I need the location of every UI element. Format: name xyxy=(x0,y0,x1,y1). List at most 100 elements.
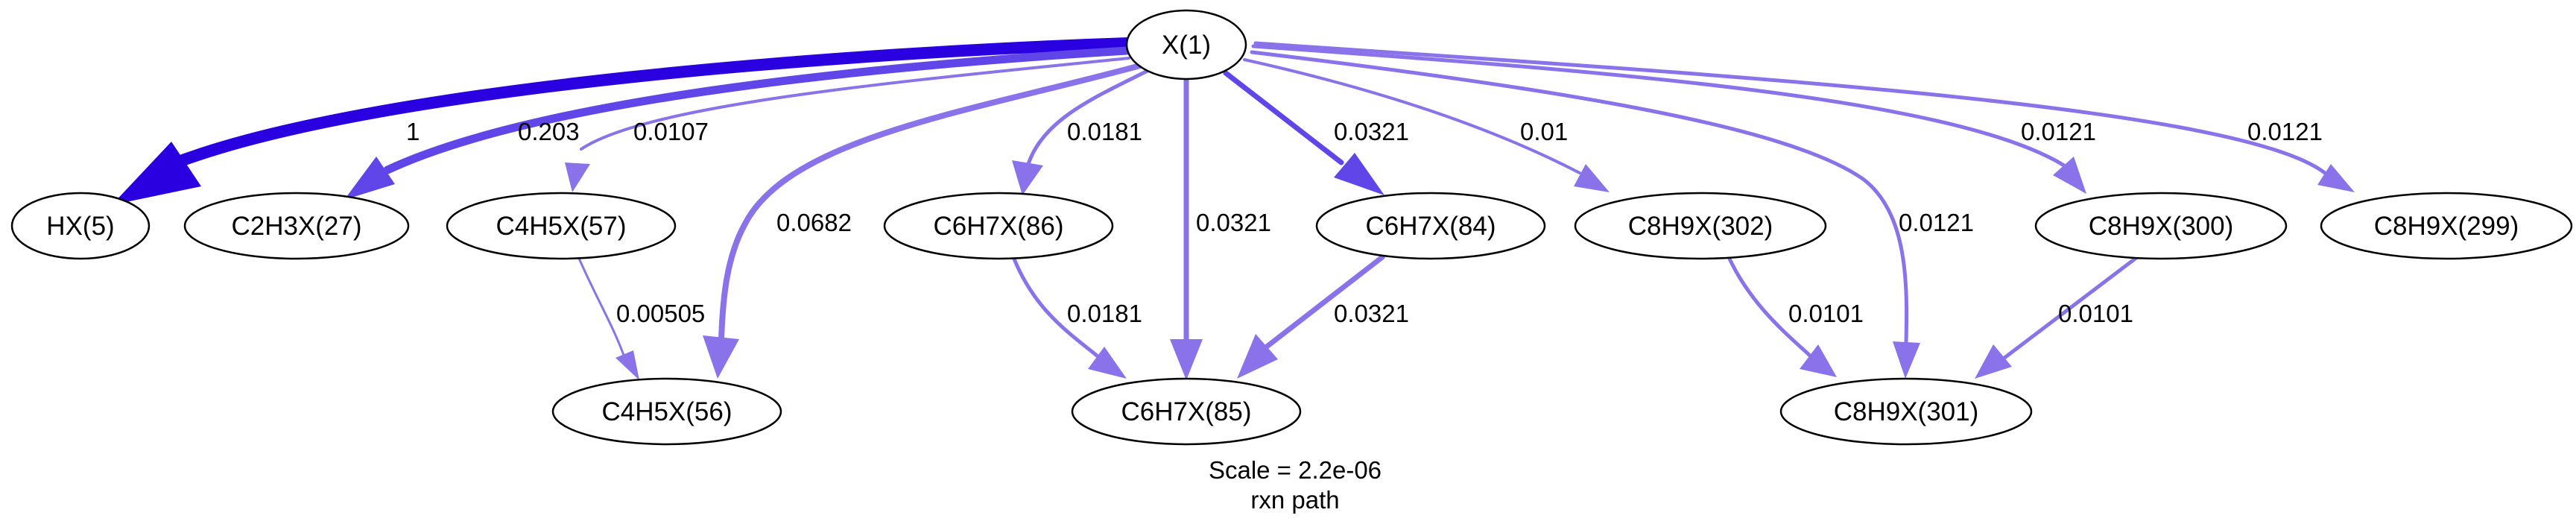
node-c8h9x300-ellipse xyxy=(2034,192,2288,260)
node-c8h9x299-ellipse xyxy=(2320,192,2573,260)
edge-x1-c8h9x302-arrowhead xyxy=(1574,164,1610,192)
edge-label-c6h7x86-c6h7x85: 0.0181 xyxy=(1067,300,1142,327)
edge-label-x1-c6h7x84: 0.0321 xyxy=(1334,118,1409,145)
edge-x1-c4h5x56 xyxy=(703,63,1143,379)
edge-c8h9x302-c8h9x301 xyxy=(1727,255,1837,377)
edge-c4h5x57-c4h5x56-arrowhead xyxy=(615,350,639,380)
edge-x1-c4h5x57-line xyxy=(580,57,1130,151)
edge-c4h5x57-c4h5x56-line xyxy=(576,253,627,363)
edge-x1-c8h9x300-arrowhead xyxy=(2053,157,2086,194)
node-c6h7x84-label: C6H7X(84) xyxy=(1365,212,1496,241)
node-hx5-ellipse xyxy=(10,192,151,260)
node-c6h7x86-ellipse xyxy=(883,192,1114,260)
edge-x1-c8h9x301 xyxy=(1250,50,1920,379)
node-c6h7x86-label: C6H7X(86) xyxy=(933,212,1063,241)
node-c2h3x27-ellipse xyxy=(183,192,410,260)
edge-x1-c2h3x27-arrowhead xyxy=(344,157,395,200)
node-c6h7x86[interactable]: C6H7X(86) xyxy=(883,192,1114,260)
node-c6h7x84-ellipse xyxy=(1315,192,1546,260)
node-x1-ellipse xyxy=(1125,9,1247,81)
node-c8h9x301[interactable]: C8H9X(301) xyxy=(1779,377,2033,446)
rxn-path-caption: rxn path xyxy=(1250,486,1339,514)
edge-x1-c8h9x299-arrowhead xyxy=(2317,164,2355,192)
edge-x1-c4h5x57 xyxy=(565,57,1130,192)
node-c4h5x57[interactable]: C4H5X(57) xyxy=(446,192,677,260)
edge-x1-c6h7x85-arrowhead xyxy=(1170,339,1203,380)
node-c2h3x27-label: C2H3X(27) xyxy=(231,212,361,241)
node-c4h5x57-ellipse xyxy=(446,192,677,260)
edge-x1-c6h7x85 xyxy=(1170,78,1203,380)
edge-label-x1-c2h3x27: 0.203 xyxy=(518,118,580,145)
edge-x1-c6h7x86-line xyxy=(1026,69,1150,166)
edge-c8h9x300-c8h9x301-line xyxy=(2002,255,2139,360)
edge-c6h7x86-c6h7x85-arrowhead xyxy=(1088,347,1127,379)
edge-c6h7x86-c6h7x85-line xyxy=(1011,255,1104,362)
edge-c8h9x300-c8h9x301 xyxy=(1975,255,2139,379)
edge-c4h5x57-c4h5x56 xyxy=(576,253,639,380)
scale-caption: Scale = 2.2e-06 xyxy=(1209,456,1382,484)
node-c6h7x85-label: C6H7X(85) xyxy=(1121,397,1251,426)
node-hx5-label: HX(5) xyxy=(46,212,114,241)
edge-x1-c6h7x86-arrowhead xyxy=(1012,160,1043,195)
node-hx5[interactable]: HX(5) xyxy=(10,192,151,260)
edge-x1-c8h9x300-line xyxy=(1251,44,2066,168)
edge-label-x1-c8h9x299: 0.0121 xyxy=(2247,118,2323,145)
node-c8h9x302-label: C8H9X(302) xyxy=(1628,212,1773,241)
node-c6h7x84[interactable]: C6H7X(84) xyxy=(1315,192,1546,260)
node-c8h9x302[interactable]: C8H9X(302) xyxy=(1574,192,1827,260)
edge-x1-c6h7x84-line xyxy=(1223,70,1344,165)
node-c8h9x299-label: C8H9X(299) xyxy=(2374,212,2519,241)
edge-x1-c8h9x301-arrowhead xyxy=(1893,341,1920,379)
node-c8h9x299[interactable]: C8H9X(299) xyxy=(2320,192,2573,260)
edge-x1-c8h9x302 xyxy=(1243,58,1610,192)
edge-x1-hx5-arrowhead xyxy=(112,142,201,205)
edge-x1-c8h9x301-line xyxy=(1250,50,1909,345)
node-c8h9x302-ellipse xyxy=(1574,192,1827,260)
node-c4h5x56-ellipse xyxy=(551,377,782,446)
node-c4h5x56-label: C4H5X(56) xyxy=(601,397,732,426)
edge-x1-c6h7x84 xyxy=(1223,70,1384,195)
edge-label-x1-c8h9x301: 0.0121 xyxy=(1899,209,1974,236)
node-c6h7x85[interactable]: C6H7X(85) xyxy=(1071,377,1302,446)
edge-label-x1-c4h5x57: 0.0107 xyxy=(633,118,709,145)
node-c8h9x300[interactable]: C8H9X(300) xyxy=(2034,192,2288,260)
node-c8h9x301-ellipse xyxy=(1779,377,2033,446)
edges xyxy=(112,37,2355,380)
edge-labels: 1 0.203 0.0107 0.0682 0.0181 0.0321 0.03… xyxy=(406,118,2323,327)
edge-label-x1-c8h9x302: 0.01 xyxy=(1520,118,1568,145)
edge-label-c8h9x300-c8h9x301: 0.0101 xyxy=(2058,300,2133,327)
edge-label-x1-c6h7x86: 0.0181 xyxy=(1067,118,1142,145)
edge-x1-c2h3x27 xyxy=(344,46,1131,200)
edge-label-x1-c4h5x56: 0.0682 xyxy=(776,209,852,236)
edge-c8h9x302-c8h9x301-line xyxy=(1727,255,1813,359)
node-c4h5x57-label: C4H5X(57) xyxy=(496,212,626,241)
node-c2h3x27[interactable]: C2H3X(27) xyxy=(183,192,410,260)
node-c4h5x56[interactable]: C4H5X(56) xyxy=(551,377,782,446)
edge-c6h7x86-c6h7x85 xyxy=(1011,255,1127,379)
edge-c8h9x300-c8h9x301-arrowhead xyxy=(1975,344,2012,379)
node-c8h9x300-label: C8H9X(300) xyxy=(2089,212,2234,241)
edge-c6h7x84-c6h7x85 xyxy=(1237,254,1385,379)
edge-c6h7x84-c6h7x85-line xyxy=(1264,254,1385,350)
edge-c6h7x84-c6h7x85-arrowhead xyxy=(1237,334,1278,379)
edge-x1-hx5 xyxy=(112,37,1135,205)
edge-x1-c8h9x299 xyxy=(1253,41,2355,192)
node-x1[interactable]: X(1) xyxy=(1125,9,1247,81)
edge-x1-c4h5x56-line xyxy=(718,63,1143,342)
edge-label-c4h5x57-c4h5x56: 0.00505 xyxy=(616,300,705,327)
edge-x1-c8h9x300 xyxy=(1251,44,2086,194)
edge-label-x1-c6h7x85: 0.0321 xyxy=(1196,209,1271,236)
edge-x1-c6h7x86 xyxy=(1012,69,1150,195)
edge-label-x1-hx5: 1 xyxy=(406,118,420,145)
edge-x1-c4h5x57-arrowhead xyxy=(565,163,590,192)
edge-x1-c8h9x302-line xyxy=(1243,58,1581,174)
edge-x1-c8h9x299-line xyxy=(1253,41,2327,175)
edge-label-c6h7x84-c6h7x85: 0.0321 xyxy=(1334,300,1409,327)
edge-c8h9x302-c8h9x301-arrowhead xyxy=(1800,344,1837,377)
edge-x1-c4h5x56-arrowhead xyxy=(703,335,739,379)
edge-label-c8h9x302-c8h9x301: 0.0101 xyxy=(1788,300,1864,327)
nodes: X(1) HX(5) C2H3X(27) C4H5X(57) C6H7X(86)… xyxy=(10,9,2573,446)
node-c8h9x301-label: C8H9X(301) xyxy=(1834,397,1979,426)
node-c6h7x85-ellipse xyxy=(1071,377,1302,446)
